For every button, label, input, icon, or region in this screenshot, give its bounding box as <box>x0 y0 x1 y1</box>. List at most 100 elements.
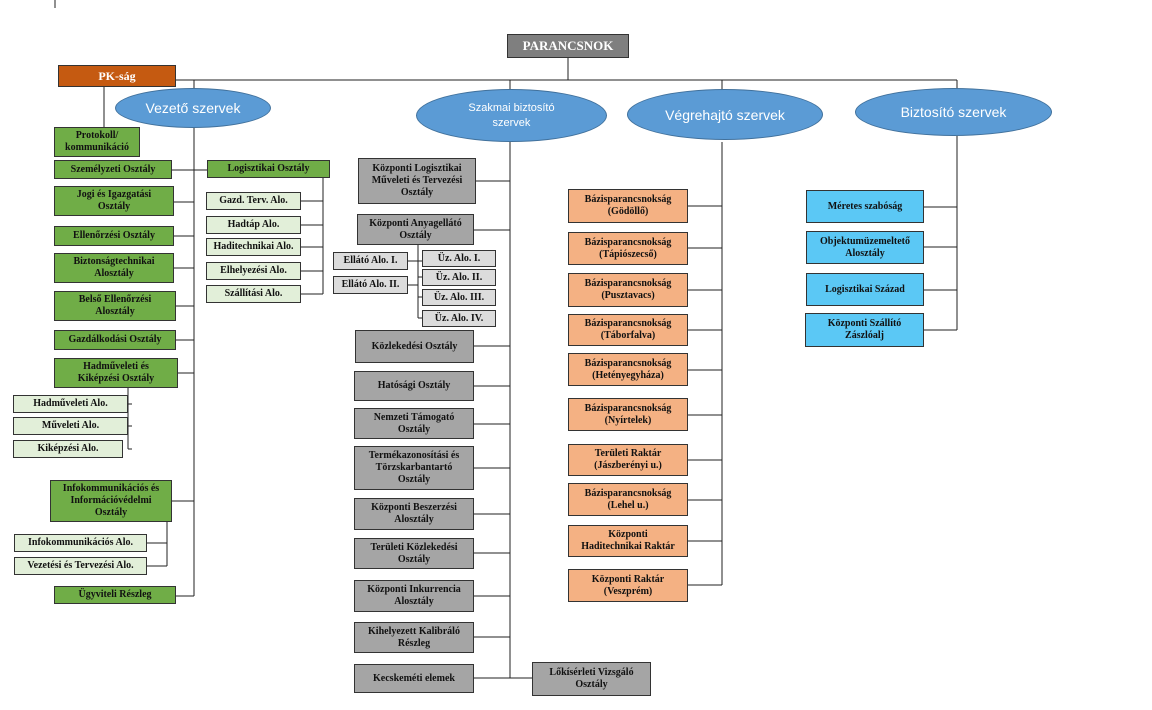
node-szallito-label: Központi Szállító Zászlóalj <box>827 318 902 341</box>
node-kozlekedesi-label: Közlekedési Osztály <box>371 340 458 352</box>
node-hadmuveleti-label: Hadműveleti és Kiképzési Osztály <box>77 361 155 384</box>
node-hadtap: Hadtáp Alo. <box>206 216 301 234</box>
group-biztosito-ellipse: Biztosító szervek <box>855 88 1052 136</box>
node-hadmuveleti-alo: Hadműveleti Alo. <box>13 395 128 413</box>
node-haditech-raktar: Központi Haditechnikai Raktár <box>568 525 688 557</box>
node-nyirtelek: Bázisparancsnokság (Nyírtelek) <box>568 398 688 431</box>
node-ellenorzesi: Ellenőrzési Osztály <box>54 226 174 246</box>
node-ellenorzesi-label: Ellenőrzési Osztály <box>73 230 155 241</box>
node-uz1: Üz. Alo. I. <box>422 250 496 267</box>
node-ellato1: Ellátó Alo. I. <box>333 252 408 270</box>
group-vegrehajto-label: Végrehajtó szervek <box>665 106 785 123</box>
node-szemelyzeti: Személyzeti Osztály <box>54 160 172 179</box>
node-infokom-label: Infokommunikációs és Információvédelmi O… <box>62 483 160 518</box>
node-godollo: Bázisparancsnokság (Gödöllő) <box>568 189 688 223</box>
node-hetenyegyhaza-label: Bázisparancsnokság (Hetényegyháza) <box>584 357 672 381</box>
node-belso: Belső Ellenőrzési Alosztály <box>54 291 176 321</box>
node-hatosagi: Hatósági Osztály <box>354 371 474 401</box>
node-meretes-label: Méretes szabóság <box>827 200 903 212</box>
node-haditechnikai: Haditechnikai Alo. <box>206 238 301 256</box>
node-kozp-anyag-label: Központi Anyagellátó Osztály <box>369 217 462 241</box>
node-ugyviteli-label: Ügyviteli Részleg <box>78 589 152 600</box>
node-hetenyegyhaza: Bázisparancsnokság (Hetényegyháza) <box>568 353 688 386</box>
node-elhelyezesi-label: Elhelyezési Alo. <box>220 265 287 276</box>
node-muveleti-alo: Műveleti Alo. <box>13 417 128 435</box>
node-beszerzesi-label: Központi Beszerzési Alosztály <box>371 502 457 525</box>
node-kozp-log-label: Központi Logisztikai Műveleti és Tervezé… <box>371 163 463 198</box>
node-veszprem: Központi Raktár (Veszprém) <box>568 569 688 602</box>
node-uz4: Üz. Alo. IV. <box>422 310 496 327</box>
node-hatosagi-label: Hatósági Osztály <box>377 380 451 391</box>
node-kikepzesi-alo-label: Kiképzési Alo. <box>37 443 99 454</box>
node-meretes: Méretes szabóság <box>806 190 924 223</box>
node-teruleti-kozl-label: Területi Közlekedési Osztály <box>370 541 458 565</box>
node-godollo-label: Bázisparancsnokság (Gödöllő) <box>584 194 672 217</box>
node-gazd-terv-label: Gazd. Terv. Alo. <box>219 195 288 206</box>
node-jogi-label: Jogi és Igazgatási Osztály <box>76 189 152 212</box>
node-kozp-anyag: Központi Anyagellátó Osztály <box>357 214 474 245</box>
node-kalibralo-label: Kihelyezett Kalibráló Részleg <box>368 625 460 649</box>
node-gazd-terv: Gazd. Terv. Alo. <box>206 192 301 210</box>
node-szallito: Központi Szállító Zászlóalj <box>805 313 924 347</box>
node-infokom: Infokommunikációs és Információvédelmi O… <box>50 480 172 522</box>
node-kecskemeti-label: Kecskeméti elemek <box>373 672 455 684</box>
pk-label: PK-ság <box>98 69 136 83</box>
node-kozp-log: Központi Logisztikai Műveleti és Tervezé… <box>358 158 476 204</box>
node-uz3-label: Üz. Alo. III. <box>433 291 485 303</box>
node-haditechnikai-label: Haditechnikai Alo. <box>213 241 294 252</box>
group-vezeto-ellipse: Vezető szervek <box>115 88 271 128</box>
node-hadmuveleti: Hadműveleti és Kiképzési Osztály <box>54 358 178 388</box>
node-inkurrencia-label: Központi Inkurrencia Alosztály <box>367 584 461 607</box>
node-kikepzesi-alo: Kiképzési Alo. <box>13 440 123 458</box>
node-uz1-label: Üz. Alo. I. <box>437 252 481 264</box>
node-biztonsag: Biztonságtechnikai Alosztály <box>54 253 174 283</box>
node-hadmuveleti-alo-label: Hadműveleti Alo. <box>33 398 108 409</box>
group-biztosito-label: Biztosító szervek <box>900 104 1007 120</box>
node-vezetesi-alo-label: Vezetési és Tervezési Alo. <box>27 560 134 571</box>
node-beszerzesi: Központi Beszerzési Alosztály <box>354 498 474 530</box>
node-log-szazad: Logisztikai Század <box>806 273 924 306</box>
node-szemelyzeti-label: Személyzeti Osztály <box>70 163 156 175</box>
node-uz4-label: Üz. Alo. IV. <box>434 312 484 324</box>
group-vegrehajto-ellipse: Végrehajtó szervek <box>627 89 823 140</box>
node-termek-label: Termékazonosítási és Törzskarbantartó Os… <box>368 450 460 485</box>
group-vezeto-label: Vezető szervek <box>145 100 241 116</box>
node-szallitasi-label: Szállítási Alo. <box>224 288 283 299</box>
node-veszprem-label: Központi Raktár (Veszprém) <box>591 573 665 597</box>
commander-label: PARANCSNOK <box>522 38 614 53</box>
node-log-szazad-label: Logisztikai Század <box>825 283 905 295</box>
node-teruleti-raktar: Területi Raktár (Jászberényi u.) <box>568 444 688 476</box>
node-infokom-alo-label: Infokommunikációs Alo. <box>27 537 134 548</box>
node-gazdalkodasi: Gazdálkodási Osztály <box>54 330 176 350</box>
node-haditech-raktar-label: Központi Haditechnikai Raktár <box>581 529 675 552</box>
node-inkurrencia: Központi Inkurrencia Alosztály <box>354 580 474 612</box>
node-lokiserleti-label: Lőkísérleti Vizsgáló Osztály <box>549 667 634 690</box>
node-biztonsag-label: Biztonságtechnikai Alosztály <box>73 256 155 279</box>
node-lehel-label: Bázisparancsnokság (Lehel u.) <box>584 487 672 511</box>
node-tapioszecso-label: Bázisparancsnokság (Tápiószecső) <box>584 236 672 260</box>
node-objektum: Objektumüzemeltető Alosztály <box>806 231 924 264</box>
group-szakmai-ellipse: Szakmai biztosító szervek <box>416 89 607 142</box>
node-ellato2-label: Ellátó Alo. II. <box>341 279 400 290</box>
node-uz2: Üz. Alo. II. <box>422 269 496 286</box>
pk-box: PK-ság <box>58 65 176 87</box>
node-kecskemeti: Kecskeméti elemek <box>354 664 474 693</box>
node-pusztavacs: Bázisparancsnokság (Pusztavacs) <box>568 273 688 307</box>
node-uz3: Üz. Alo. III. <box>422 289 496 306</box>
node-nemzeti: Nemzeti Támogató Osztály <box>354 408 474 439</box>
node-gazdalkodasi-label: Gazdálkodási Osztály <box>68 334 162 345</box>
node-taborfalva: Bázisparancsnokság (Táborfalva) <box>568 314 688 346</box>
node-kalibralo: Kihelyezett Kalibráló Részleg <box>354 622 474 653</box>
node-tapioszecso: Bázisparancsnokság (Tápiószecső) <box>568 232 688 265</box>
node-belso-label: Belső Ellenőrzési Alosztály <box>78 294 152 317</box>
group-szakmai-label: Szakmai biztosító szervek <box>468 101 555 129</box>
node-protokoll: Protokoll/ kommunikáció <box>54 127 140 157</box>
node-termek: Termékazonosítási és Törzskarbantartó Os… <box>354 446 474 490</box>
node-teruleti-kozl: Területi Közlekedési Osztály <box>354 538 474 569</box>
node-objektum-label: Objektumüzemeltető Alosztály <box>820 235 910 259</box>
node-logisztikai-label: Logisztikai Osztály <box>227 163 310 174</box>
node-pusztavacs-label: Bázisparancsnokság (Pusztavacs) <box>584 278 672 301</box>
node-nyirtelek-label: Bázisparancsnokság (Nyírtelek) <box>584 402 672 426</box>
